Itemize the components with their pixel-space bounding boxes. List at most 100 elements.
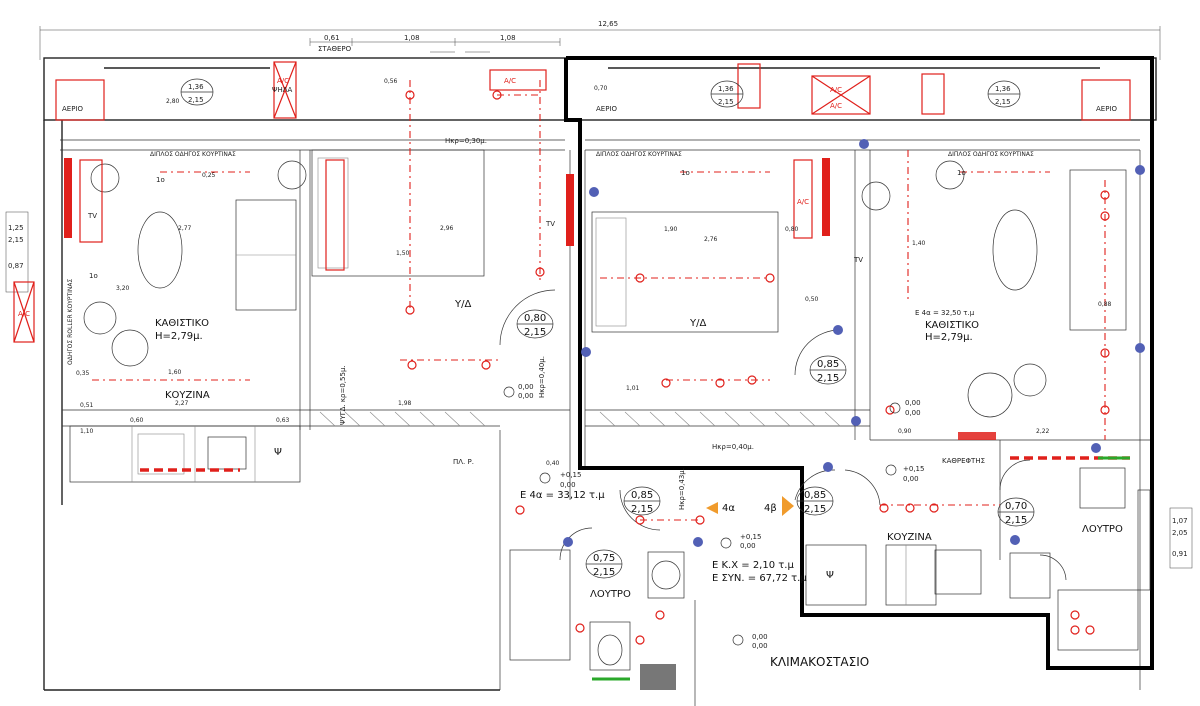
area-total: E ΣΥΝ. = 67,72 τ.μ xyxy=(712,573,807,584)
window-left-width: 1,36 xyxy=(188,83,204,91)
level-2-value-b: 0,00 xyxy=(905,409,921,417)
dim-u: 1,50 xyxy=(396,250,410,257)
bed-left xyxy=(235,149,485,311)
curtain-track-left: ΔΙΠΛΟΣ ΟΔΗΓΟΣ ΚΟΥΡΤΙΝΑΣ xyxy=(150,151,236,158)
curtain-track-right: ΔΙΠΛΟΣ ΟΔΗΓΟΣ ΚΟΥΡΤΙΝΑΣ xyxy=(948,151,1034,158)
tv-mid-label: TV xyxy=(545,220,555,228)
ac-high-label: ΨΗΛΑ xyxy=(272,86,293,94)
kitchen-counter-right xyxy=(805,544,937,606)
room-kathistiko-right: ΚΑΘΙΣΤΙΚΟ xyxy=(925,320,979,331)
window-right-width: 1,36 xyxy=(995,85,1011,93)
first-floor-mark-3: 1ο xyxy=(681,169,690,177)
room-kathistiko-left-height: H=2,79μ. xyxy=(155,331,203,342)
ac-units xyxy=(55,61,1131,271)
dim-a: 2,80 xyxy=(166,98,180,105)
dim-top-3: 1,08 xyxy=(500,34,516,42)
side-right-3: 0,91 xyxy=(1172,550,1188,558)
apt-4a-marker xyxy=(706,502,718,514)
opening-tags xyxy=(180,78,1035,579)
dim-y: 1,10 xyxy=(80,428,94,435)
curtain-track-mid: ΔΙΠΛΟΣ ΟΔΗΓΟΣ ΚΟΥΡΤΙΝΑΣ xyxy=(596,151,682,158)
level-3-value-b: 0,00 xyxy=(560,481,576,489)
room-klimakostasio: ΚΛΙΜΑΚΟΣΤΑΣΙΟ xyxy=(770,655,869,669)
room-kouzina-right: ΚΟΥΖΙΝΑ xyxy=(887,532,932,543)
tv-right-label: TV xyxy=(853,256,863,264)
height-030: Hκρ=0,30μ. xyxy=(445,137,487,145)
room-loutro-right: ΛΟΥΤΡΟ xyxy=(1082,524,1123,535)
ac-label-4: A/C xyxy=(830,102,842,110)
door-bath-right-width: 0,70 xyxy=(1005,501,1027,512)
gas-right-label: ΑΕΡΙΟ xyxy=(1096,105,1117,113)
window-mid-height: 2,15 xyxy=(718,98,734,106)
apartment-4b-boundary xyxy=(564,56,1154,670)
first-floor-mark-1: 1ο xyxy=(156,176,165,184)
first-floor-mark-2: 1ο xyxy=(89,272,98,280)
dim-w: 0,80 xyxy=(785,226,799,233)
dim-j: 0,63 xyxy=(276,417,290,424)
dim-q: 2,22 xyxy=(1036,428,1050,435)
electrical-lines xyxy=(92,80,1106,521)
level-3-value: +0,15 xyxy=(560,471,581,479)
dim-v: 0,50 xyxy=(805,296,819,303)
ac-label-6: A/C xyxy=(797,198,809,206)
level-1-value-b: 0,00 xyxy=(518,392,534,400)
staircase-fixed-label: ΣΤΑΘΕΡΟ xyxy=(318,45,352,53)
shower-tray-left xyxy=(640,664,676,690)
level-5-value-b: 0,00 xyxy=(752,642,768,650)
door-bath-left-width: 0,75 xyxy=(593,553,615,564)
top-dimension-lines: 12,65 0,61 1,08 1,08 ΣΤΑΘΕΡΟ xyxy=(39,20,1161,60)
door-bath-left-height: 2,15 xyxy=(593,567,615,578)
ac-label-1: A/C xyxy=(277,77,289,85)
door-entry-4b-height: 2,15 xyxy=(804,504,826,515)
side-left-1: 1,25 xyxy=(8,224,24,232)
dim-p: 0,88 xyxy=(1098,301,1112,308)
kitchen-counter-left xyxy=(69,425,301,483)
dim-b: 2,77 xyxy=(178,225,192,232)
level-4-value-b: 0,00 xyxy=(740,542,756,550)
gas-mid-label: ΑΕΡΙΟ xyxy=(596,105,617,113)
dim-i: 0,51 xyxy=(80,402,94,409)
dim-top-1: 0,61 xyxy=(324,34,340,42)
level-4-value: +0,15 xyxy=(740,533,761,541)
mirror-label: ΚΑΘΡΕΦΤΗΣ xyxy=(942,457,985,465)
window-left-height: 2,15 xyxy=(188,96,204,104)
room-kouzina-left: ΚΟΥΖΙΝΑ xyxy=(165,390,210,401)
dim-o: 0,40 xyxy=(546,460,560,467)
dim-m: 0,25 xyxy=(202,172,216,179)
dim-t: 3,20 xyxy=(116,285,130,292)
bed-right xyxy=(591,169,1127,333)
area-apt-4b: E 4α = 32,50 τ.μ xyxy=(915,309,975,317)
apt-4b-label: 4β xyxy=(764,503,777,514)
area-common: E Κ.Χ = 2,10 τ.μ xyxy=(712,560,794,571)
bathroom-right xyxy=(934,432,1139,651)
door-bath-right-height: 2,15 xyxy=(1005,515,1027,526)
side-openings xyxy=(5,211,1193,591)
dim-d: 2,76 xyxy=(704,236,718,243)
room-kathistiko-left: ΚΑΘΙΣΤΙΚΟ xyxy=(155,318,209,329)
dim-h: 1,98 xyxy=(398,400,412,407)
bathroom-left xyxy=(509,549,685,690)
height-043: Hκρ=0,43μ. xyxy=(678,468,686,510)
height-040-b: Hκρ=0,40μ. xyxy=(538,356,546,398)
door-entry-4a-height: 2,15 xyxy=(631,504,653,515)
fridge-label-left: Ψ xyxy=(274,447,282,458)
area-apt-4a: E 4α = 33,12 τ.μ xyxy=(520,490,605,501)
side-right-2: 2,05 xyxy=(1172,529,1188,537)
radiators xyxy=(64,158,830,246)
level-5-value: 0,00 xyxy=(752,633,768,641)
door-bed-left-width: 0,80 xyxy=(524,313,546,324)
side-right-1: 1,07 xyxy=(1172,517,1188,525)
gas-left-label: ΑΕΡΙΟ xyxy=(62,105,83,113)
dim-z: 0,90 xyxy=(898,428,912,435)
overall-width-label: 12,65 xyxy=(598,20,618,28)
pl-r-label: ΠΛ. Ρ. xyxy=(453,458,474,466)
dim-g: 1,60 xyxy=(168,369,182,376)
dim-top-2: 1,08 xyxy=(404,34,420,42)
door-entry-4a-width: 0,85 xyxy=(631,490,653,501)
level-2-value: 0,00 xyxy=(905,399,921,407)
window-right-height: 2,15 xyxy=(995,98,1011,106)
level-markers xyxy=(503,386,901,646)
coffee-table-left xyxy=(137,211,183,289)
room-kathistiko-right-height: H=2,79μ. xyxy=(925,332,973,343)
